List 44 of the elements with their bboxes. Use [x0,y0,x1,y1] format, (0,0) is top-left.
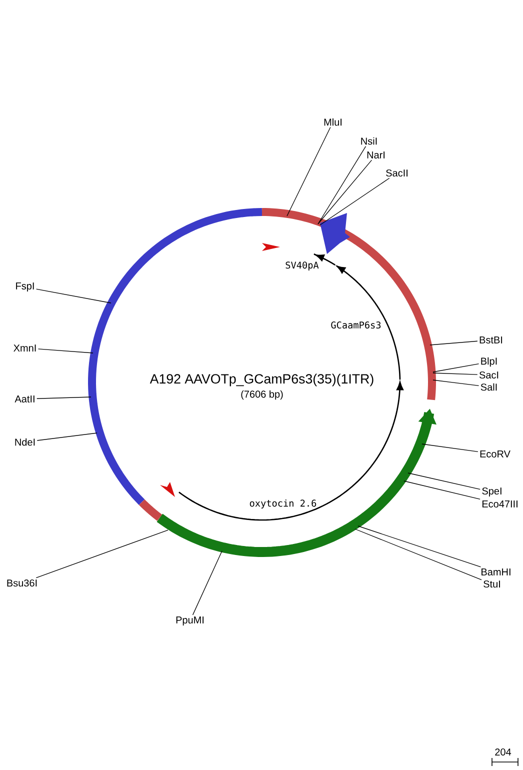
enzyme-label: MluI [324,118,342,126]
leader-line [36,530,168,578]
enzyme-label: NarI [367,152,385,158]
enzyme-label: SalI [480,383,497,391]
enzyme-label: BamHI [482,568,510,576]
enzyme-label: SacII [386,169,408,177]
enzyme-label: FspI [16,282,34,292]
leader-line [430,340,478,346]
feature-label: oxytocin 2.6 [250,500,316,509]
enzyme-label: SacI [479,371,498,379]
leader-line [38,348,94,354]
enzyme-label: PpuMI [176,616,204,626]
leader-line [404,480,480,500]
leader-line [318,146,366,224]
title: A192 AAVOTp_GCamP6s3(35)(1ITR) [150,374,374,386]
enzyme-label: StuI [484,580,500,588]
enzyme-label: EcoRV [480,450,510,458]
enzyme-label: XmnI [14,344,36,352]
scale-label: 204 [495,748,512,756]
leader-line [192,550,222,616]
size-label: (7606 bp) [241,390,283,400]
enzyme-label: SpeI [482,487,502,497]
leader-line [286,126,331,216]
leader-line [354,528,482,580]
enzyme-label: AatII [14,396,34,402]
leader-line [408,472,480,490]
leader-line [432,372,478,375]
leader-line [36,396,92,399]
enzyme-label: BstBI [480,336,502,344]
enzyme-label: BlpI [481,357,497,367]
feature-label: SV40pA [286,262,319,270]
leader-line [36,288,112,304]
leader-line [422,444,478,452]
leader-line [432,380,480,386]
leader-line [320,178,390,226]
leader-line [318,160,372,224]
enzyme-label: NsiI [361,137,377,145]
enzyme-label: Bsu36I [7,579,37,587]
leader-line [358,526,482,568]
enzyme-label: NdeI [15,438,35,446]
feature-label: GCaamP6s3 [331,321,381,329]
leader-line [36,432,98,441]
leader-line [432,364,480,372]
enzyme-label: Eco47III [482,500,518,508]
